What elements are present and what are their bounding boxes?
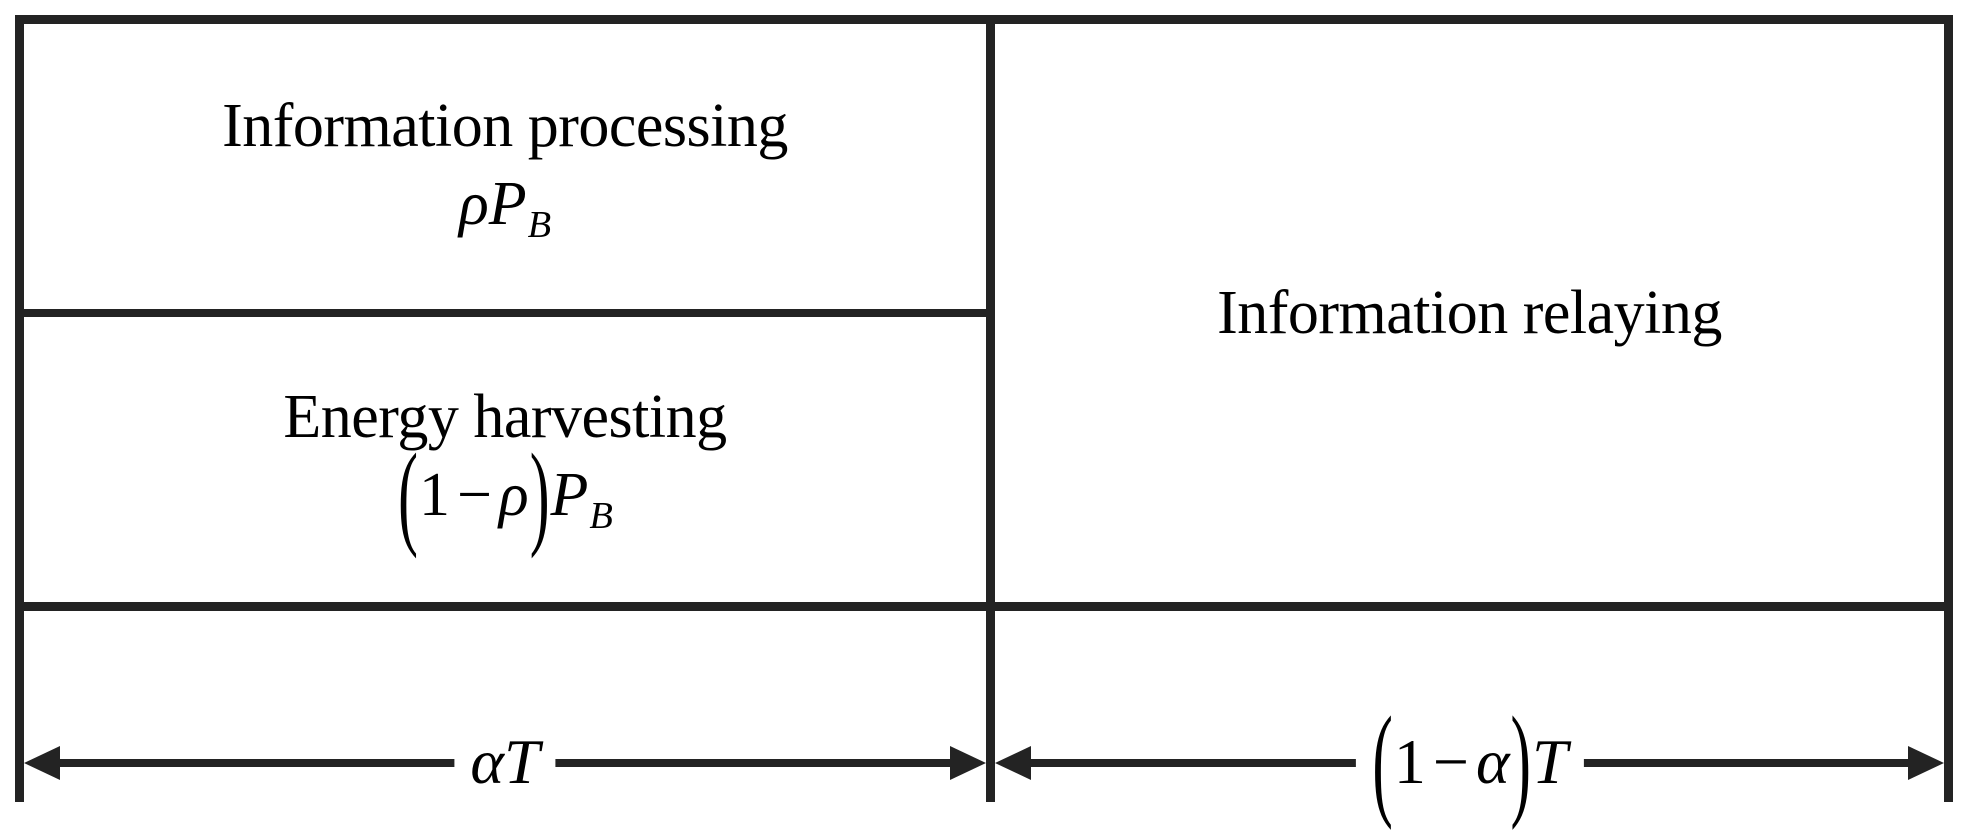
arrow-head-right-icon [950, 745, 986, 780]
time-segment-alpha-t: αT [24, 611, 986, 802]
close-paren: ) [529, 429, 550, 559]
divider-vertical-phase [986, 15, 995, 802]
number-one: 1 [1393, 725, 1426, 797]
time-segment-one-minus-alpha-t-label: (1−α)T [1355, 698, 1584, 825]
open-paren: ( [1372, 692, 1393, 832]
symbol-subscript-b: B [589, 494, 613, 537]
time-segment-one-minus-alpha-t: (1−α)T [995, 611, 1944, 825]
symbol-power-p: P [550, 460, 589, 529]
block-energy-harvesting: Energy harvesting (1−ρ)PB [24, 317, 986, 602]
block-information-processing: Information processing ρPB [24, 24, 986, 309]
symbol-alpha: α [470, 726, 504, 797]
block-information-processing-title: Information processing [222, 91, 788, 160]
minus-sign: − [1432, 725, 1469, 797]
time-segment-alpha-t-label: αT [454, 730, 556, 794]
block-energy-harvesting-formula: (1−ρ)PB [397, 436, 613, 551]
symbol-rho: ρ [458, 169, 489, 238]
symbol-alpha: α [1475, 725, 1510, 797]
close-paren: ) [1510, 692, 1532, 832]
arrow-head-right-icon [1908, 745, 1944, 780]
number-one: 1 [418, 460, 450, 529]
divider-horizontal-lower [15, 602, 1953, 611]
symbol-period-t: T [1532, 725, 1568, 797]
symbol-subscript-b: B [527, 203, 552, 246]
open-paren: ( [398, 429, 418, 559]
frame-left-border [15, 15, 24, 802]
block-information-relaying: Information relaying [995, 24, 1944, 602]
arrow-head-left-icon [24, 745, 60, 780]
symbol-power-p: P [488, 169, 527, 238]
block-information-processing-formula: ρPB [459, 173, 551, 245]
divider-horizontal-upper [15, 309, 990, 317]
frame-right-border [1944, 15, 1953, 802]
frame-top-border [15, 15, 1953, 24]
minus-sign: − [456, 460, 492, 529]
block-information-relaying-title: Information relaying [1217, 279, 1722, 347]
symbol-period-t: T [504, 726, 540, 797]
arrow-head-left-icon [995, 745, 1031, 780]
block-energy-harvesting-title: Energy harvesting [283, 382, 727, 451]
symbol-rho: ρ [498, 460, 529, 529]
